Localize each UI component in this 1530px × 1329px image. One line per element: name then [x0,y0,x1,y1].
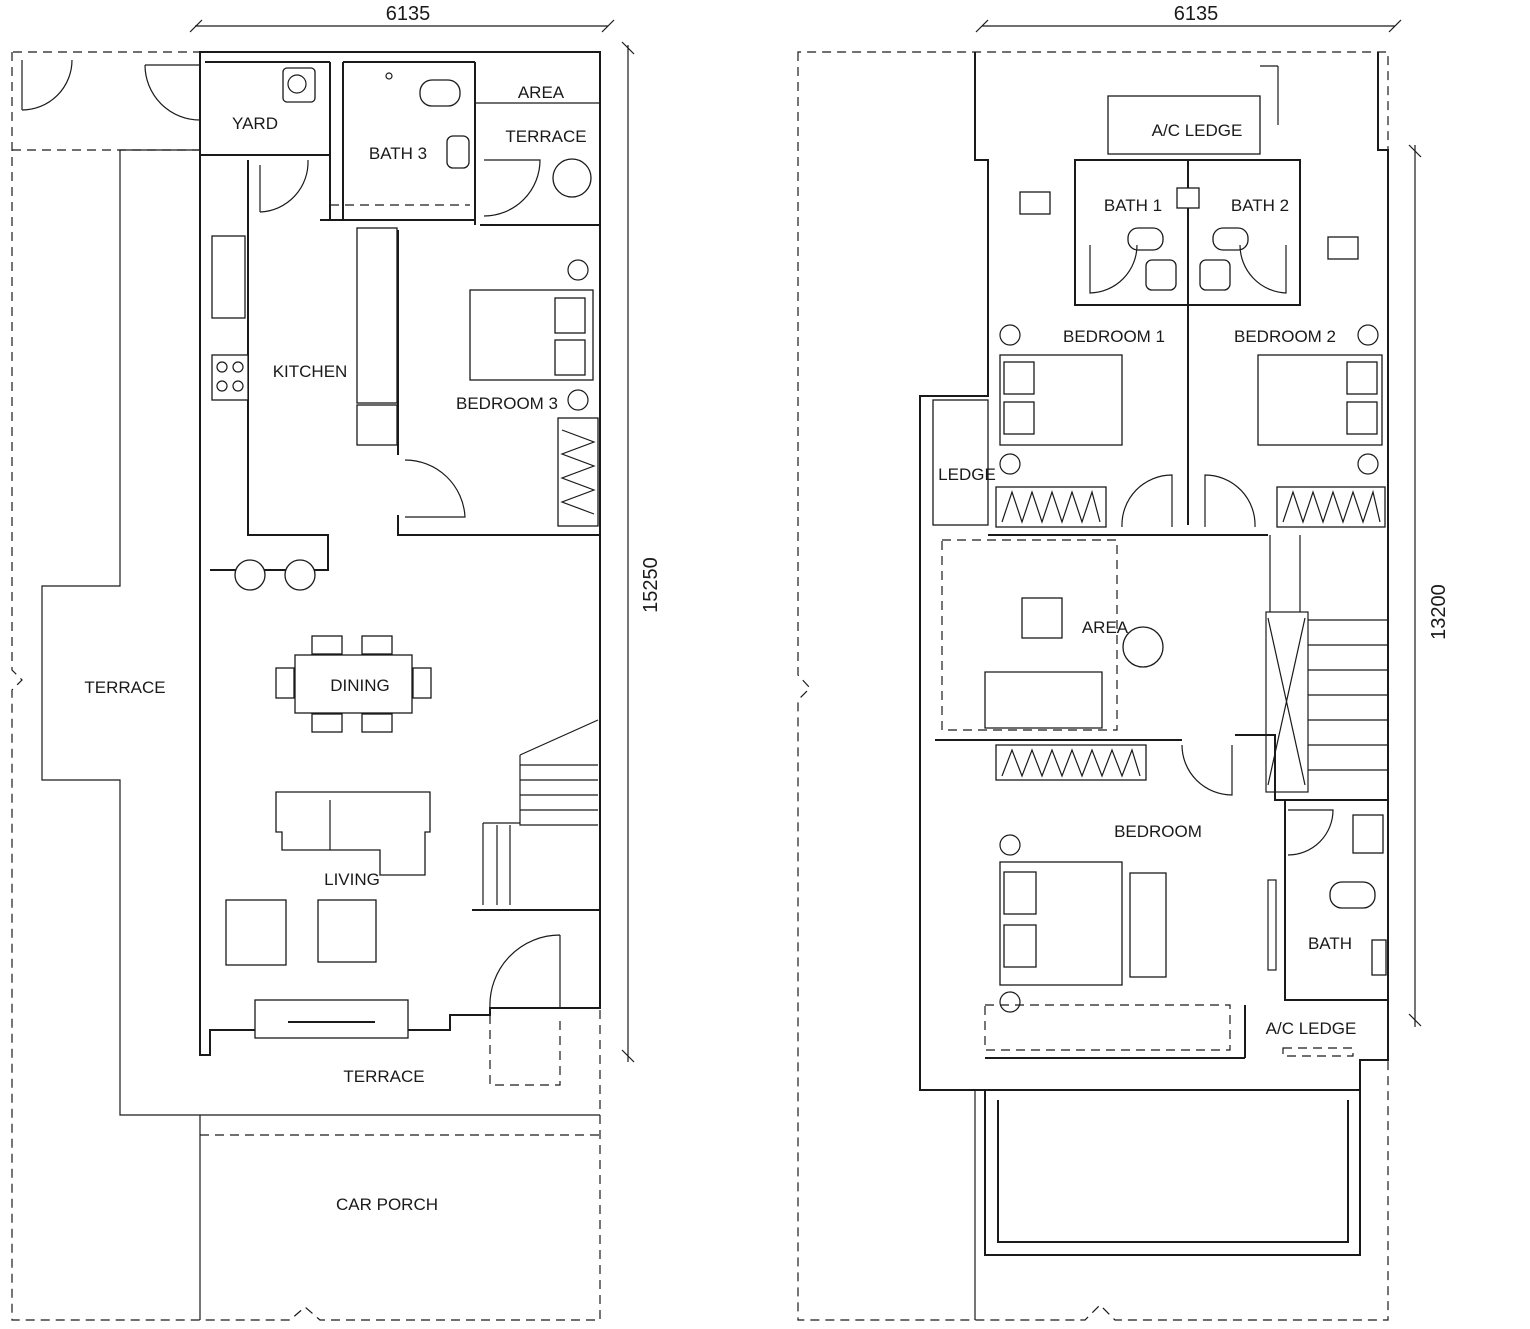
tv-console-icon [254,999,409,1039]
sofa-icon [275,791,431,876]
basin-icon [1199,259,1231,291]
door-swing-icon [1204,474,1256,528]
basin-icon [446,135,470,169]
ff-depth-value: 13200 [1428,584,1450,640]
ff-outer-walls [919,52,1389,1091]
shower-icon [1176,187,1200,209]
armchair-icon [225,899,287,966]
stair-icon [1265,535,1388,793]
gf-depth-dimension: 15250 [621,41,662,1063]
kitchen-counter [356,227,398,404]
toilet-icon [1127,227,1164,251]
gf-width-value: 6135 [386,3,431,25]
shower-icon [1371,939,1387,976]
wardrobe-icon [995,744,1147,781]
ff-width-value: 6135 [1174,3,1219,25]
label-dining: DINING [330,676,390,695]
stair-icon [472,719,600,911]
gf-width-dimension: 6135 [189,3,615,33]
label-ledge: LEDGE [938,465,996,484]
plant-icon [1122,626,1164,668]
toilet-icon [1329,881,1376,909]
sofa-icon [984,671,1103,729]
ground-floor-plan: 6135 15250 [11,3,662,1321]
door-swing-icon [1181,744,1233,796]
ff-depth-dimension: 13200 [1408,144,1450,1027]
toilet-icon [1212,227,1249,251]
label-bath3: BATH 3 [369,144,427,163]
desk-chair-icon [1019,191,1051,215]
label-ac-ledge-top: A/C LEDGE [1152,121,1243,140]
label-terrace-back: TERRACE [505,127,586,146]
sofa-icon [1129,872,1167,978]
bar-stool-icon [234,559,266,591]
label-bedroom3: BEDROOM 3 [456,394,558,413]
label-living: LIVING [324,870,380,889]
label-bedroom2: BEDROOM 2 [1234,327,1336,346]
door-swing-icon [1121,474,1173,528]
label-kitchen: KITCHEN [273,362,348,381]
basin-icon [1145,259,1177,291]
label-terrace-front: TERRACE [343,1067,424,1086]
door-swing-icon [1239,244,1287,294]
door-swing-icon [489,934,561,1009]
toilet-icon [419,79,461,107]
door-swing-icon [1089,244,1138,294]
side-table-icon [1021,597,1063,639]
label-area: AREA [518,83,565,102]
door-swing-icon [259,159,309,213]
label-terrace-side: TERRACE [84,678,165,697]
door-swing-icon [1287,809,1334,856]
dining-table-icon [275,635,432,733]
wardrobe-icon [1276,486,1386,528]
stove-icon [211,354,249,401]
gf-side-terrace-outline [41,149,600,1116]
desk-chair-icon [1327,236,1359,260]
label-ac-ledge-bottom: A/C LEDGE [1266,1019,1357,1038]
ac-ledge-top [1107,95,1261,155]
washer-icon [282,67,316,103]
label-bedroom1: BEDROOM 1 [1063,327,1165,346]
bath3-fixtures [330,72,470,206]
gf-depth-value: 15250 [640,557,662,613]
gf-back-door [21,59,201,121]
label-car-porch: CAR PORCH [336,1195,438,1214]
ff-porch-roof [984,1090,1361,1256]
ff-bath-walls [1074,159,1301,525]
label-area: AREA [1082,618,1129,637]
first-floor-plan: 6135 13200 [797,3,1450,1321]
door-swing-icon [404,459,466,518]
coffee-table-icon [317,899,377,963]
ledge-box [932,399,989,526]
kitchen-sink-icon [211,235,246,319]
plant-icon [552,158,592,198]
shower-icon [385,72,393,80]
ff-master-walls [935,734,1388,1058]
bedroom3-walls [397,230,600,536]
bar-stool-icon [284,559,316,591]
gf-main-walls [199,51,601,1056]
label-bath2: BATH 2 [1231,196,1289,215]
label-yard: YARD [232,114,278,133]
door-swing-icon [483,159,541,217]
ff-width-dimension: 6135 [975,3,1402,33]
basin-icon [1352,814,1384,854]
label-bath1: BATH 1 [1104,196,1162,215]
fridge-icon [356,404,398,446]
label-bedroom: BEDROOM [1114,822,1202,841]
label-bath: BATH [1308,934,1352,953]
